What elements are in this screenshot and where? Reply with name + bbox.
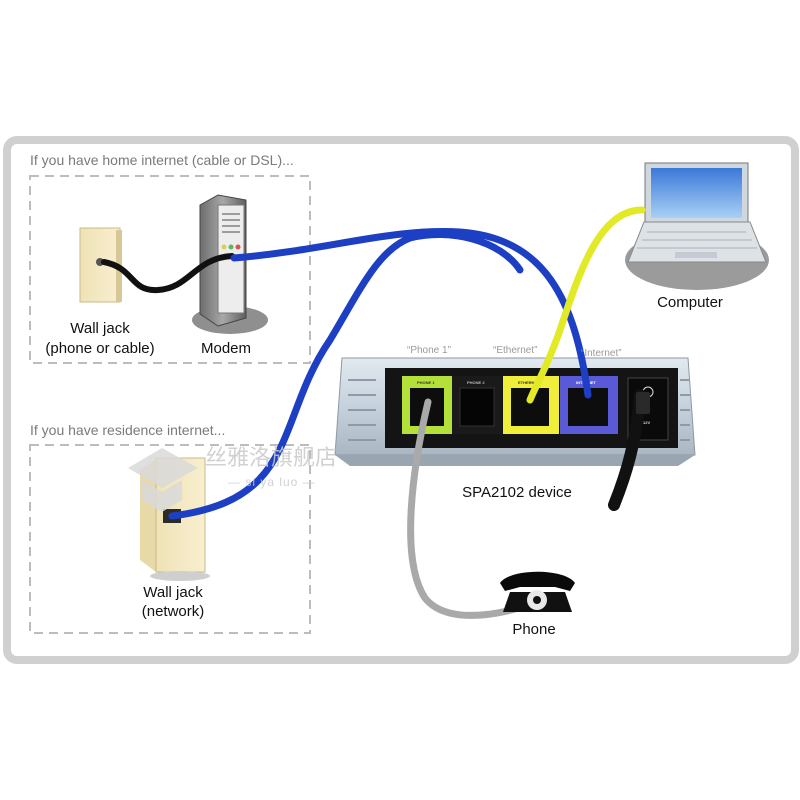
- internet-port-label: “Internet”: [581, 348, 622, 359]
- ethernet-port-label: “Ethernet”: [493, 345, 537, 356]
- watermark-text: 丝雅洛旗舰店: [205, 445, 337, 470]
- yellow-computer-cable: [526, 206, 646, 404]
- wall-jack-network-label-line1: Wall jack: [143, 584, 203, 601]
- ethernet-port-caption: ETHERNET: [518, 380, 540, 385]
- computer-icon: [625, 162, 769, 290]
- home-internet-box: [29, 175, 311, 364]
- section-title-home: If you have home internet (cable or DSL)…: [30, 152, 294, 168]
- watermark-subtext: — si ya luo —: [228, 475, 316, 489]
- wall-jack-phone-label-line1: Wall jack: [70, 320, 130, 337]
- power-cable: [608, 389, 650, 511]
- phone1-port-label: “Phone 1”: [407, 345, 451, 356]
- black-phone-cable: [101, 253, 235, 294]
- phone2-port: PHONE 2: [452, 376, 502, 434]
- modem-label: Modem: [201, 340, 251, 357]
- wall-jack-network-label-line2: (network): [142, 603, 205, 620]
- ethernet-port: ETHERNET: [503, 376, 559, 434]
- watermark: 丝雅洛旗舰店 — si ya luo —: [128, 445, 337, 512]
- phone-label: Phone: [512, 621, 555, 638]
- spa2102-device-icon: PHONE 1 PHONE 2 ETHERNET INTERNET 12V: [334, 357, 696, 466]
- computer-label: Computer: [657, 294, 723, 311]
- section-title-residence: If you have residence internet...: [30, 422, 225, 438]
- blue-modem-to-internet-cable: [230, 228, 592, 399]
- power-port-caption: 12V: [643, 420, 650, 425]
- phone1-port-caption: PHONE 1: [417, 380, 435, 385]
- watermark-logo-icon: [128, 448, 198, 512]
- phone2-port-caption: PHONE 2: [467, 380, 485, 385]
- blue-network-jack-cable: [168, 231, 524, 520]
- wall-jack-phone-label-line2: (phone or cable): [45, 340, 154, 357]
- phone-icon: [500, 571, 575, 612]
- residence-internet-box: [29, 444, 311, 634]
- device-label: SPA2102 device: [462, 484, 572, 501]
